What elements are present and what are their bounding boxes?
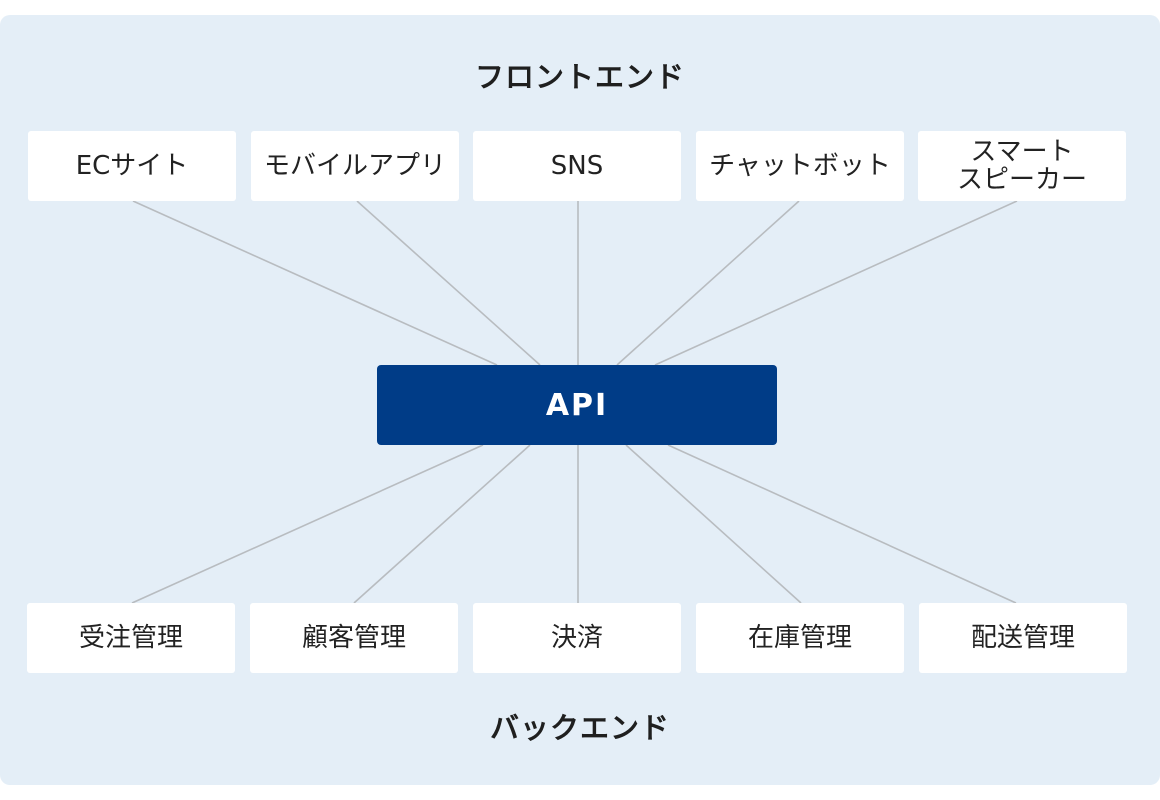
node-delivery-management: 配送管理 [919, 603, 1127, 673]
node-payment: 決済 [473, 603, 681, 673]
connector-delivery-management [667, 444, 1017, 604]
connector-customer-management [353, 444, 531, 604]
api-hub: API [377, 365, 777, 445]
node-customer-management: 顧客管理 [250, 603, 458, 673]
backend-title: バックエンド [489, 711, 670, 745]
connector-mobile-app [356, 200, 541, 366]
connector-smart-speaker [654, 200, 1018, 366]
node-mobile-app: モバイルアプリ [251, 131, 459, 201]
node-smart-speaker-line-2: スピーカー [956, 165, 1087, 195]
node-chatbot: チャットボット [696, 131, 904, 201]
connector-order-management [131, 444, 484, 604]
frontend-title: フロントエンド [474, 60, 685, 94]
node-sns: SNS [473, 131, 681, 201]
node-inventory-management: 在庫管理 [696, 603, 904, 673]
node-smart-speaker-line-1: スマート [970, 137, 1074, 167]
node-smart-speaker: スマート スピーカー [918, 131, 1126, 201]
connector-inventory-management [625, 444, 802, 604]
connector-ec-site [132, 200, 498, 366]
connector-chatbot [616, 200, 800, 366]
node-order-management: 受注管理 [27, 603, 235, 673]
node-ec-site: ECサイト [28, 131, 236, 201]
